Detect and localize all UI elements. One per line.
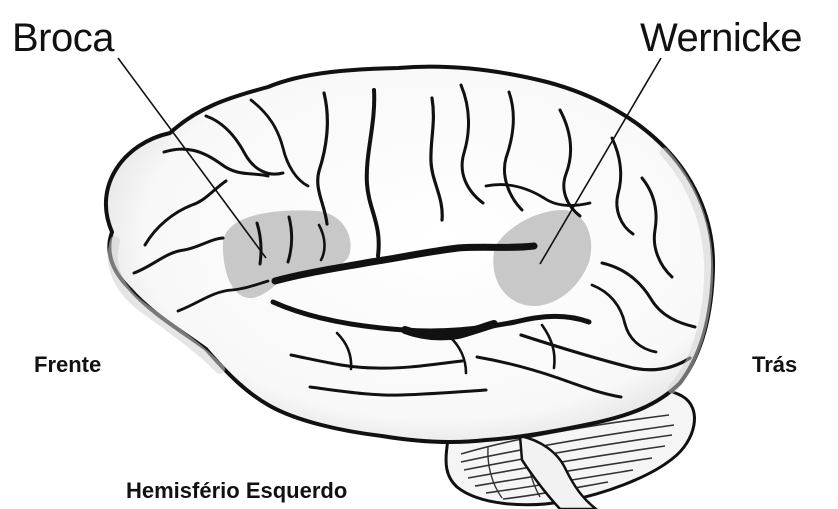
front-label: Frente (34, 354, 101, 376)
hemisphere-label: Hemisfério Esquerdo (126, 480, 347, 502)
back-label: Trás (752, 354, 797, 376)
broca-label: Broca (12, 18, 114, 58)
wernicke-label: Wernicke (640, 18, 802, 58)
